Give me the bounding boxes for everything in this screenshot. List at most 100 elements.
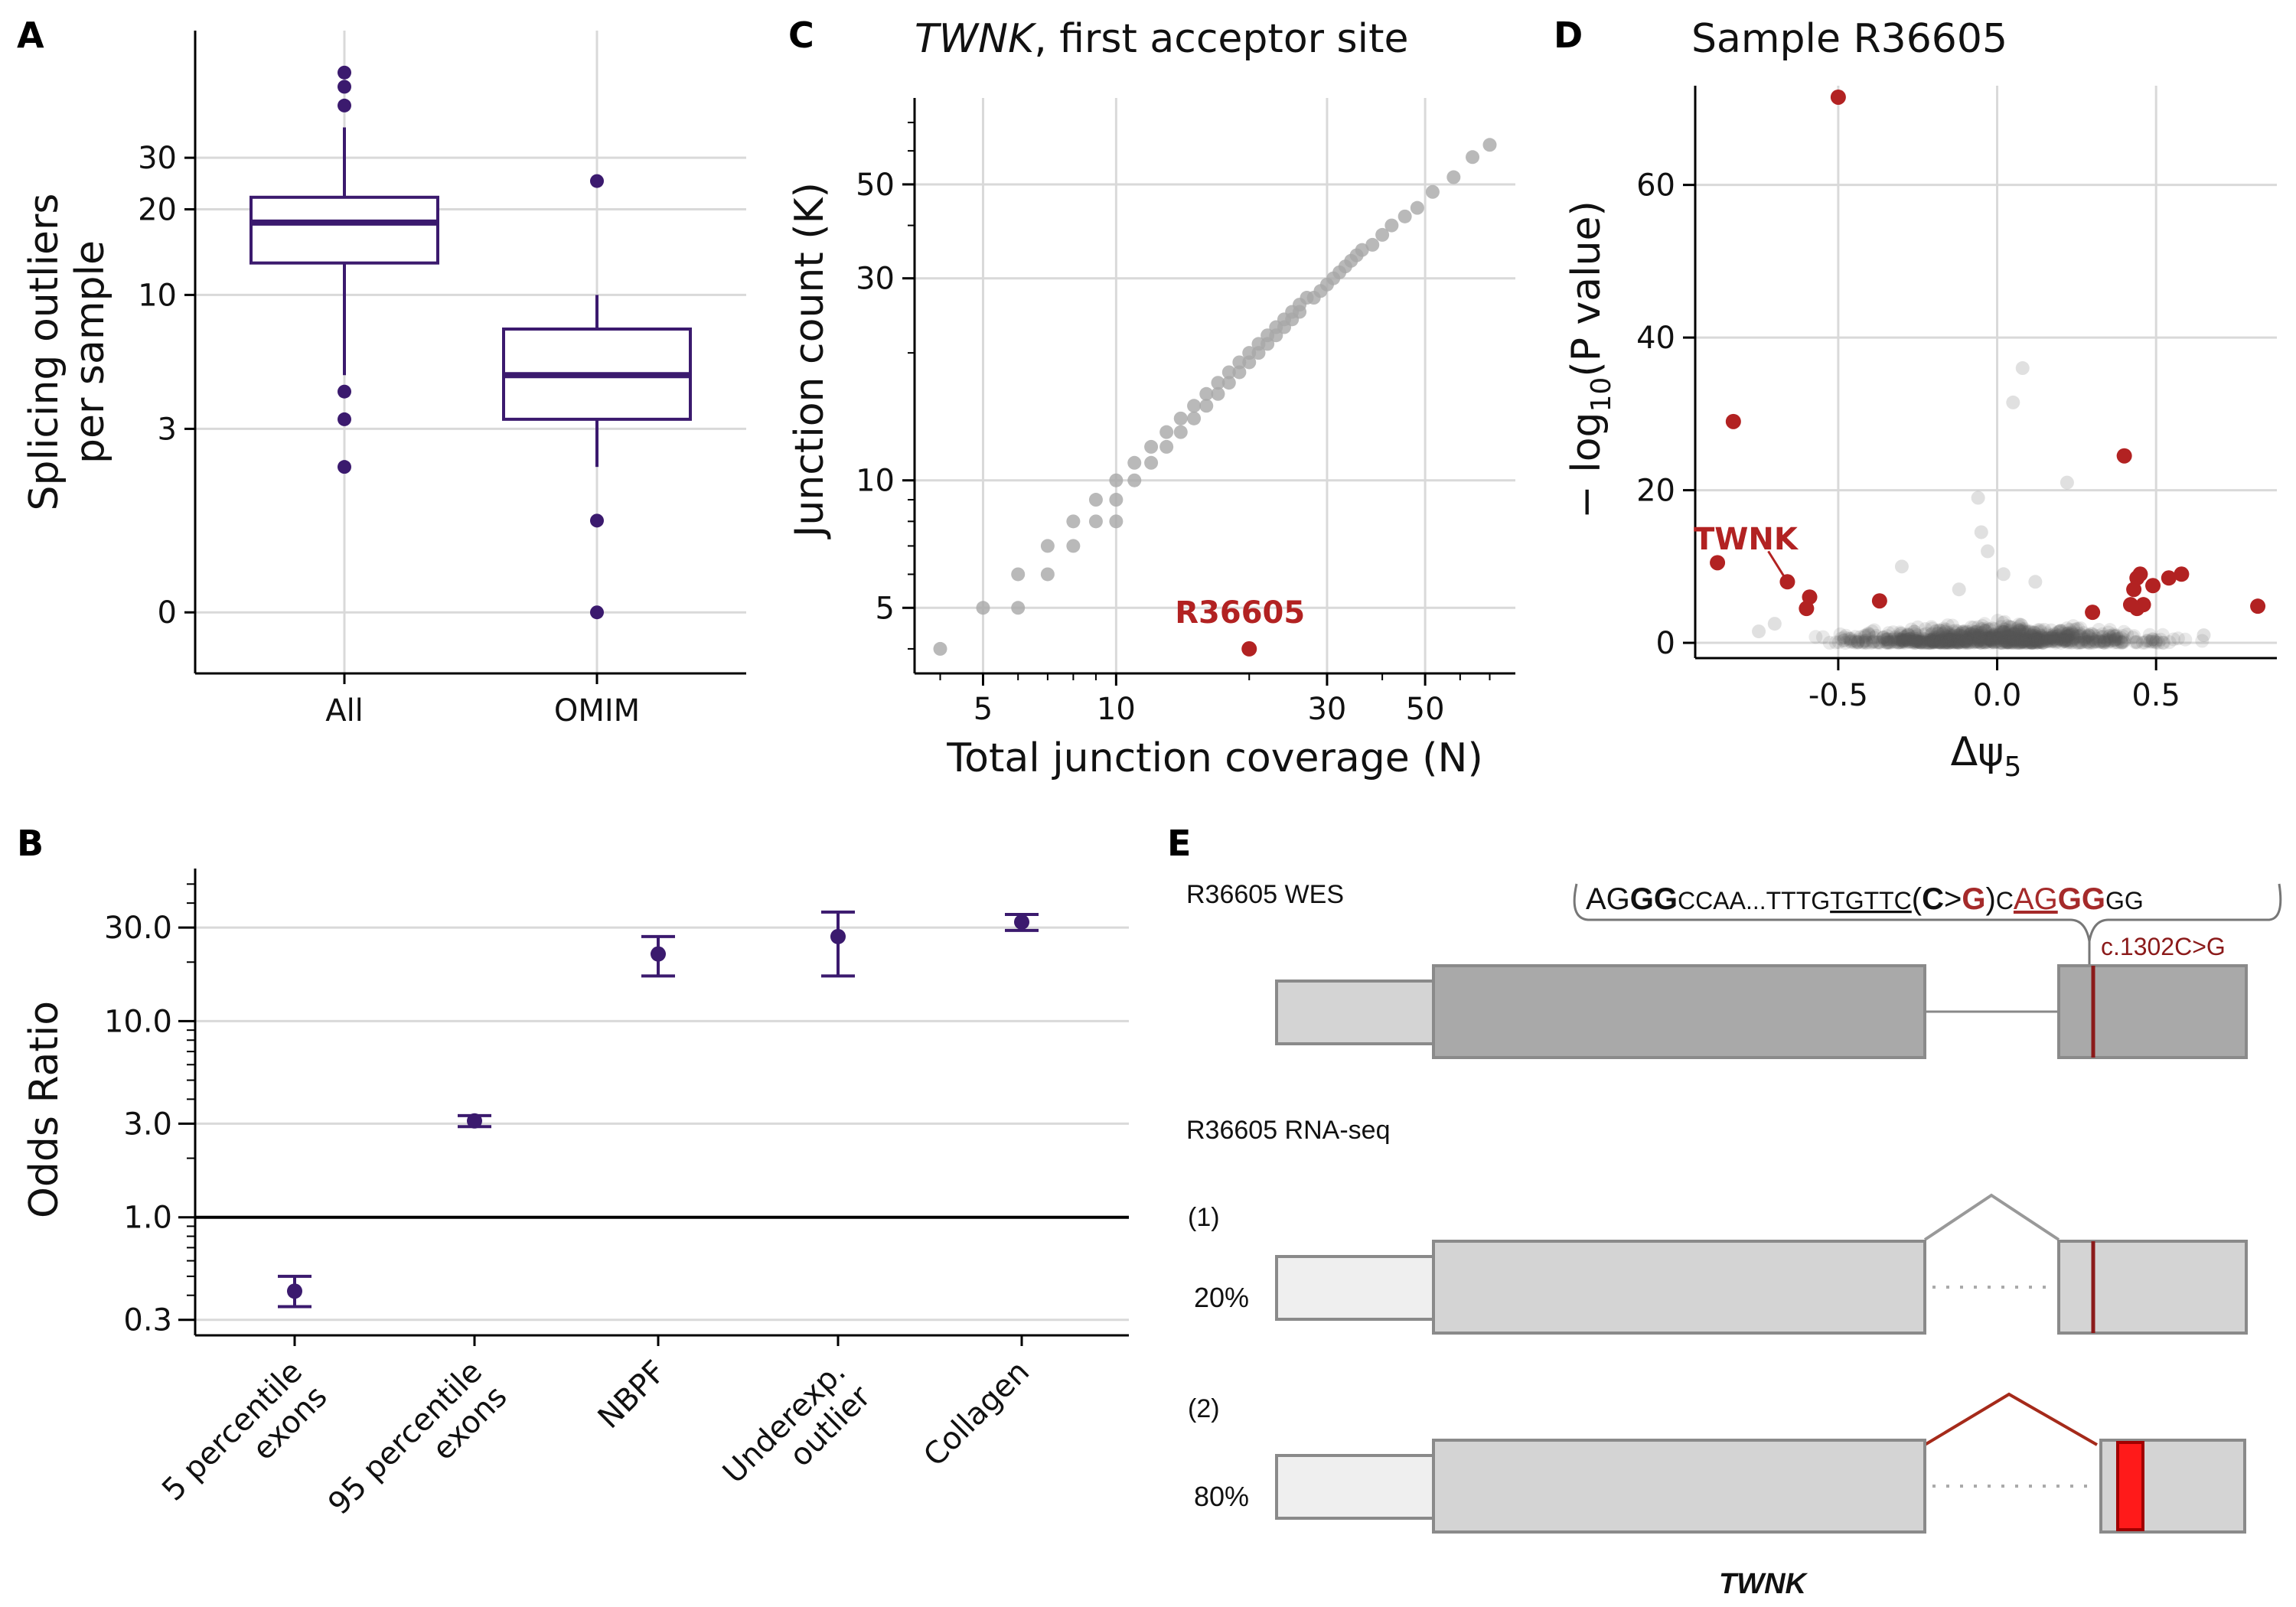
background-point [2056,624,2070,638]
background-point [1960,633,1975,647]
background-point [2000,628,2014,643]
background-point [1952,635,1967,650]
background-point [1985,630,1999,644]
background-point [2030,630,2045,644]
background-point [1977,634,1991,648]
background-point [1954,626,1968,641]
data-point [1109,493,1124,507]
background-point [1926,635,1941,650]
background-point [1947,634,1962,649]
background-point [2007,631,2021,646]
background-point [2007,632,2021,647]
background-point [2020,635,2034,650]
background-point [2071,628,2086,643]
background-point [2195,634,2210,648]
background-point [2047,631,2061,646]
iso1-exon-2 [2057,1240,2248,1335]
background-point [1964,620,1978,634]
background-point [1939,634,1953,649]
background-point [2056,632,2070,647]
background-point [2010,630,2024,644]
background-point [1972,634,1987,649]
background-point [1913,633,1927,647]
background-point [1941,630,1955,644]
background-point [2004,627,2019,642]
background-point [2001,635,2015,650]
panel-label-b: B [17,823,44,864]
background-point [1934,634,1949,649]
background-point [1933,635,1948,650]
background-point [1892,635,1906,650]
outlier-point [338,412,351,426]
background-point [1992,631,2007,646]
odds-ratio-point [1014,914,1029,930]
background-point [2095,627,2110,641]
background-point [1978,631,1993,646]
background-point [1939,635,1953,650]
background-point [1877,630,1891,644]
tick-label-x: 5 [974,692,993,727]
outlier-point [1871,593,1887,609]
background-point [2066,619,2080,634]
background-point [1983,634,1998,648]
background-point [1956,634,1971,649]
background-point [2061,626,2076,641]
background-point [1958,634,1973,649]
background-point [2020,627,2035,641]
background-point [1994,636,2009,650]
background-point [1880,635,1894,650]
background-point [1880,629,1895,644]
background-point [2024,635,2038,650]
background-point [1945,634,1959,649]
background-point [2012,624,2027,639]
x-axis-label: Δψ5 [1951,729,2022,783]
background-point [1992,628,2007,643]
background-point [1841,631,1856,646]
background-point [2081,636,2095,650]
background-point [1880,632,1894,647]
tick-label-y: 0.3 [123,1303,172,1338]
background-point [1998,614,2012,629]
background-point [2069,629,2083,644]
background-point [1923,636,1938,650]
background-point [1939,622,1953,637]
background-point [2095,630,2109,644]
background-point [2114,634,2128,649]
background-point [2091,629,2105,644]
background-point [1985,631,1999,645]
background-point [2003,620,2017,634]
background-point [1971,630,1986,644]
background-point [2155,635,2170,650]
background-point [1982,631,1997,645]
background-point [2021,631,2036,645]
outlier-point [2116,448,2132,464]
background-point [1980,621,1994,636]
background-point [2095,629,2110,644]
background-point [2053,624,2068,638]
background-point [1974,525,1988,539]
background-point [1946,624,1961,638]
background-point [2015,634,2030,648]
background-point [1880,636,1895,650]
background-point [2101,635,2115,650]
background-point [1886,634,1900,649]
background-point [1991,627,2006,642]
background-point [1858,635,1873,650]
background-point [1927,634,1942,649]
background-point [1844,631,1858,646]
background-point [1927,635,1942,650]
background-point [1833,627,1848,641]
background-point [1980,634,1994,649]
background-point [2045,634,2060,648]
background-point [1903,631,1918,646]
isoform-2-label: (2) [1188,1394,1220,1423]
background-point [2024,634,2039,648]
background-point [2021,624,2036,639]
background-point [1908,634,1923,648]
background-point [1986,627,2001,642]
background-point [1986,635,2001,650]
data-point [1040,539,1055,553]
background-point [2082,634,2097,649]
background-point [1993,628,2007,643]
background-point [1945,635,1959,650]
